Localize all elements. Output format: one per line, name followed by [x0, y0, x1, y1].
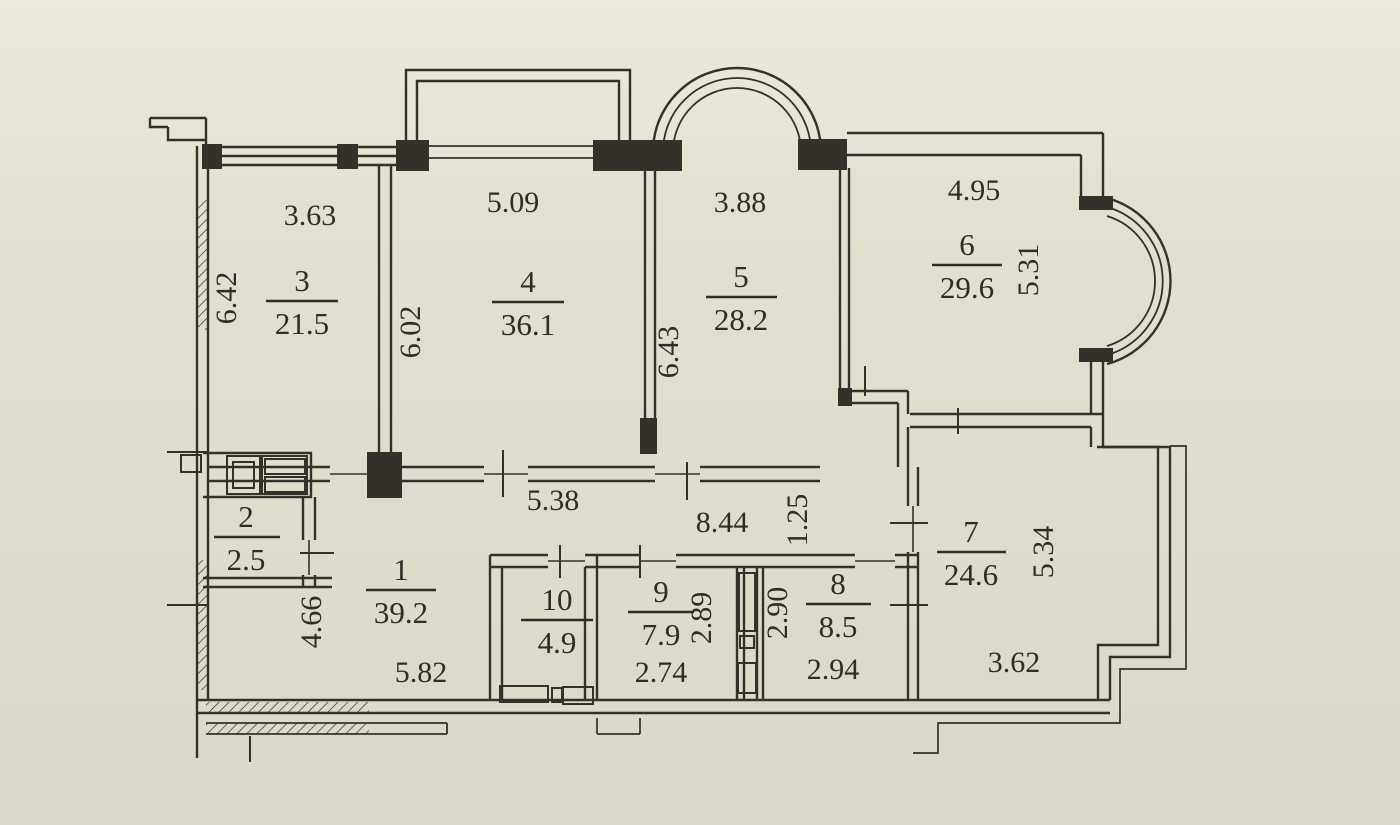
dim-niche-span: 1.25 — [781, 494, 814, 547]
labels: 3.63 6.42 3 21.5 5.09 6.02 4 36.1 3.88 6… — [210, 174, 1060, 689]
room-6-number: 6 — [959, 227, 975, 262]
interior-walls — [203, 165, 920, 700]
room-5-number: 5 — [733, 259, 749, 294]
room-9-number: 9 — [653, 574, 669, 609]
dim-room4-width: 5.09 — [487, 186, 540, 219]
dimension-ticks — [167, 366, 959, 762]
room-number-underlines — [214, 263, 1006, 622]
room-8-number: 8 — [830, 566, 846, 601]
dim-room9-depth: 2.89 — [685, 592, 718, 645]
room-6-area: 29.6 — [940, 270, 994, 305]
dim-room1-width: 5.82 — [395, 656, 448, 689]
room-3-area: 21.5 — [275, 306, 329, 341]
room-10-number: 10 — [542, 582, 573, 617]
balcony-outline — [596, 445, 1187, 754]
door-openings — [308, 473, 914, 575]
dim-room9-width: 2.74 — [635, 656, 688, 689]
dim-room5-width: 3.88 — [714, 186, 767, 219]
room-9-area: 7.9 — [642, 617, 681, 652]
hatched-bands — [197, 200, 369, 734]
room-7-area: 24.6 — [944, 557, 998, 592]
dim-room1-depth: 4.66 — [295, 596, 328, 649]
dim-corridor-span: 5.38 — [527, 484, 580, 517]
room-2-area: 2.5 — [227, 542, 266, 577]
room-4-area: 36.1 — [501, 307, 555, 342]
room-4-number: 4 — [520, 264, 536, 299]
wall-piers — [202, 139, 1113, 498]
fixtures — [180, 454, 757, 705]
dim-room8-width: 2.94 — [807, 653, 860, 686]
dim-room4-depth: 6.02 — [394, 306, 427, 359]
dim-room7-width: 3.62 — [988, 646, 1041, 679]
room-5-area: 28.2 — [714, 302, 768, 337]
dim-room3-depth: 6.42 — [210, 272, 243, 325]
dim-hall-span: 8.44 — [696, 506, 749, 539]
room-8-area: 8.5 — [819, 609, 858, 644]
room-2-number: 2 — [238, 499, 254, 534]
dim-room5-depth: 6.43 — [652, 326, 685, 379]
dim-room8-depth: 2.90 — [761, 587, 794, 640]
room-1-number: 1 — [393, 552, 409, 587]
dim-room7-depth: 5.34 — [1027, 526, 1060, 579]
dim-room6-width: 4.95 — [948, 174, 1001, 207]
dim-room3-width: 3.63 — [284, 199, 337, 232]
room-7-number: 7 — [963, 514, 979, 549]
room-3-number: 3 — [294, 263, 310, 298]
room-10-area: 4.9 — [538, 625, 577, 660]
dim-room6-depth: 5.31 — [1012, 244, 1045, 297]
outer-walls — [148, 66, 1172, 758]
room-1-area: 39.2 — [374, 595, 428, 630]
